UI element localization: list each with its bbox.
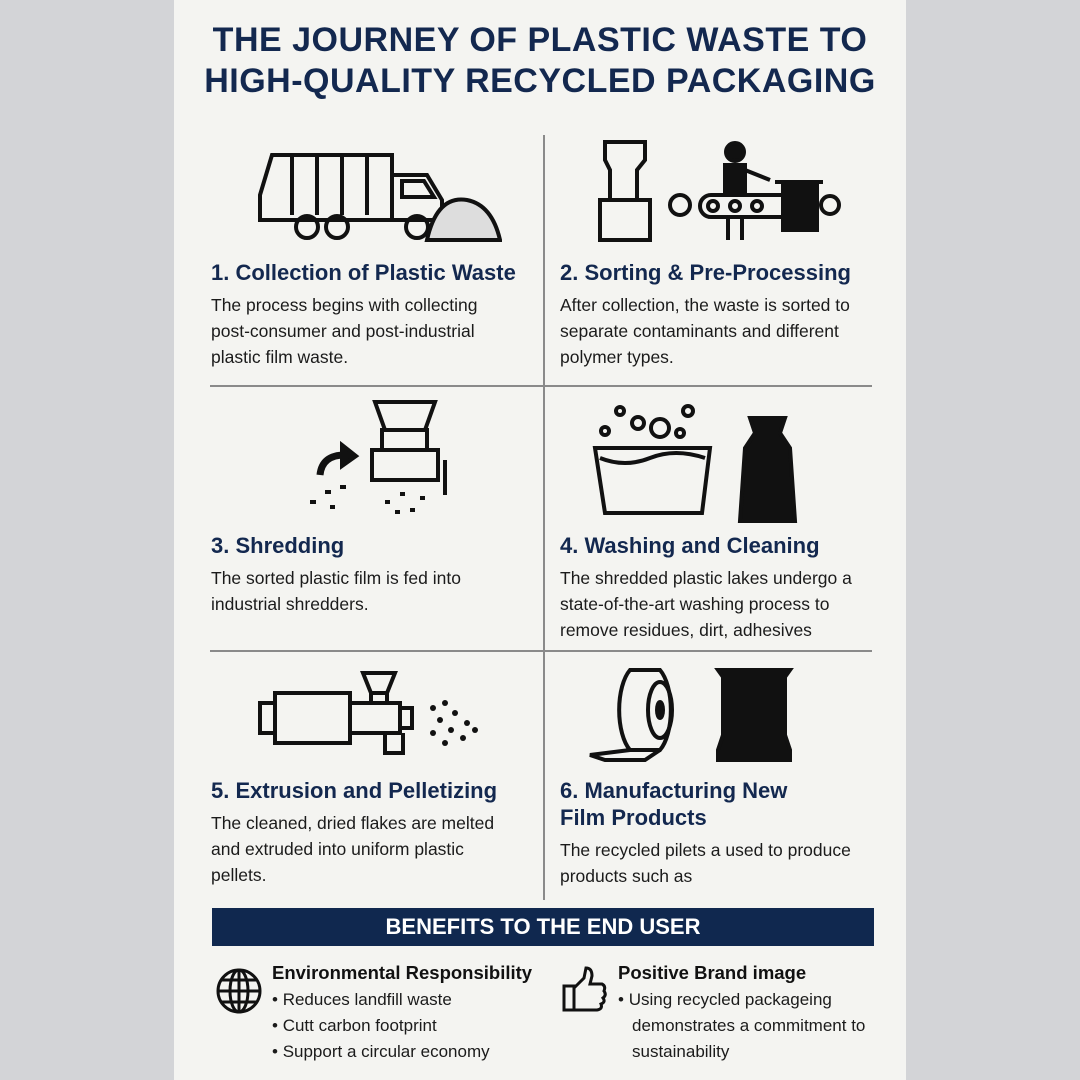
step-3: 3. Shredding The sorted plastic film is …	[211, 532, 531, 617]
step-heading: 6. Manufacturing New Film Products	[560, 778, 788, 830]
step-6: 6. Manufacturing New Film Products The r…	[560, 777, 851, 889]
benefit-brand: Positive Brand image Using recycled pack…	[618, 961, 878, 1065]
globe-icon	[216, 968, 262, 1014]
page-title: THE JOURNEY OF PLASTIC WASTE TO HIGH-QUA…	[174, 20, 906, 102]
garbage-truck-icon	[258, 153, 502, 242]
shredder-icon	[310, 400, 447, 514]
sorting-conveyor-icon	[598, 140, 841, 242]
benefit-bullet: Support a circular economy	[272, 1039, 532, 1065]
step-text: The cleaned, dried flakes are melted and…	[211, 813, 495, 885]
step-text: The sorted plastic film is fed into indu…	[211, 568, 461, 614]
step-heading: 1. Collection of Plastic Waste	[211, 260, 516, 285]
benefit-heading: Positive Brand image	[618, 962, 807, 983]
benefits-banner: BENEFITS TO THE END USER	[212, 908, 874, 946]
vertical-divider	[543, 135, 545, 900]
title-line-1: THE JOURNEY OF PLASTIC WASTE TO	[212, 21, 868, 59]
thumbs-up-icon	[562, 966, 607, 1012]
step-text: After collection, the waste is sorted to…	[560, 295, 850, 367]
benefit-heading: Environmental Responsibility	[272, 962, 533, 983]
benefit-bullet: Cutt carbon footprint	[272, 1013, 532, 1039]
step-text: The process begins with collecting post-…	[211, 295, 478, 367]
extruder-icon	[258, 671, 478, 755]
step-heading: 2. Sorting & Pre-Processing	[560, 260, 851, 285]
step-2: 2. Sorting & Pre-Processing After collec…	[560, 259, 880, 370]
benefit-environmental: Environmental Responsibility Reduces lan…	[272, 961, 532, 1065]
title-line-2: HIGH-QUALITY RECYCLED PACKAGING	[204, 62, 876, 100]
step-text: The recycled pilets a used to produce pr…	[560, 840, 851, 886]
benefit-bullet: Using recycled packageing demonstrates a…	[618, 987, 878, 1065]
benefit-bullet: Reduces landfill waste	[272, 987, 532, 1013]
bag-icon	[714, 668, 794, 762]
horizontal-divider	[210, 385, 872, 387]
step-heading: 5. Extrusion and Pelletizing	[211, 778, 498, 803]
step-5: 5. Extrusion and Pelletizing The cleaned…	[211, 777, 531, 888]
horizontal-divider	[210, 650, 872, 652]
step-1: 1. Collection of Plastic Waste The proce…	[211, 259, 531, 370]
step-text: The shredded plastic lakes undergo a sta…	[560, 568, 852, 640]
step-heading: 4. Washing and Cleaning	[560, 533, 820, 558]
washing-tank-icon	[592, 404, 798, 523]
film-roll-icon	[589, 668, 794, 762]
step-heading: 3. Shredding	[211, 533, 345, 558]
step-4: 4. Washing and Cleaning The shredded pla…	[560, 532, 880, 643]
